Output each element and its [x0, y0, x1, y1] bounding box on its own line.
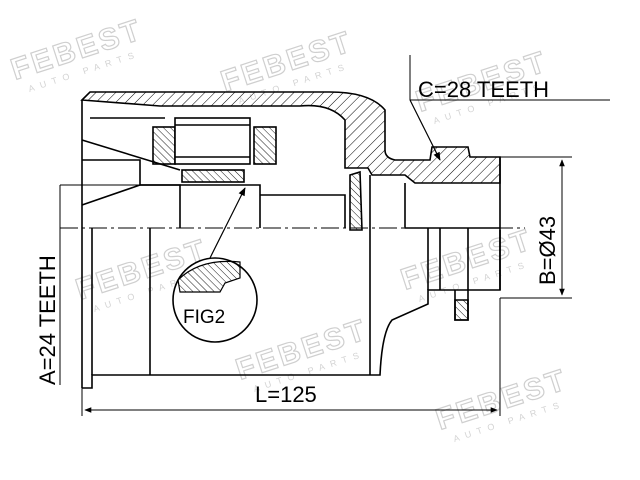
roller-left: [152, 126, 176, 165]
ring-section: [181, 169, 245, 183]
bore-line: [81, 184, 141, 206]
shaft-step: [260, 194, 346, 228]
dim-l: L=125: [81, 298, 501, 416]
length-l-label: L=125: [255, 382, 317, 407]
teeth-a-label: A=24 TEETH: [35, 255, 60, 385]
spline-right-top: [404, 183, 500, 229]
teeth-c-label: C=28 TEETH: [418, 77, 549, 102]
fig2-label: FIG2: [183, 307, 225, 328]
seal-ring-hatch: [454, 299, 469, 321]
diameter-b-label: B=Ø43: [535, 216, 560, 285]
dim-a: A=24 TEETH: [35, 184, 140, 385]
roller-right: [253, 126, 277, 165]
housing-section: [80, 91, 501, 184]
fig2-detail: FIG2: [172, 187, 258, 343]
dim-b: B=Ø43: [500, 156, 572, 299]
bore-line-2: [81, 139, 181, 171]
joint-body: [80, 91, 501, 389]
shaft-left: [140, 184, 261, 228]
bore-top: [82, 159, 181, 228]
clamp: [349, 170, 363, 231]
housing-lower: [82, 230, 501, 389]
dim-c: C=28 TEETH: [409, 55, 610, 161]
